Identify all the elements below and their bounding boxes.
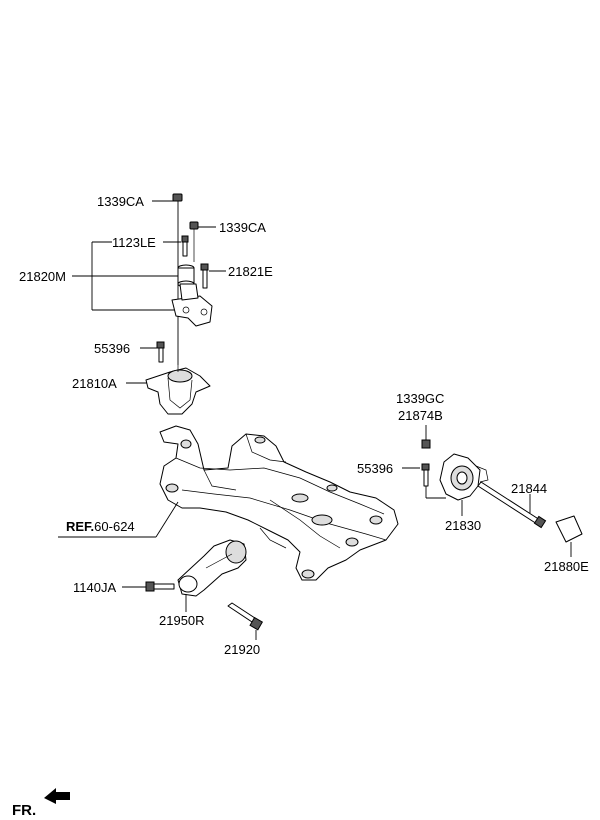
label-21874B: 21874B [398,408,443,423]
nut-1339CA-top [172,193,183,202]
mount-21810A [145,365,211,415]
label-1339CA-top: 1339CA [97,194,144,209]
arrow-icon [44,788,70,804]
label-55396-right: 55396 [357,461,393,476]
front-direction-indicator: FR. [12,788,70,819]
label-21821E: 21821E [228,264,273,279]
label-1339GC: 1339GC [396,391,444,406]
bolt-1123LE [181,235,189,257]
label-21820M: 21820M [19,269,66,284]
bolt-21920 [227,602,264,640]
reference-number: 60-624 [94,519,134,534]
reference-prefix: REF. [66,519,94,534]
front-label: FR. [12,802,36,819]
roll-rod-21950R [122,539,247,612]
label-1339CA-right: 1339CA [219,220,266,235]
transmission-mount-21830 [402,425,583,557]
label-21950R: 21950R [159,613,205,628]
bolt-55396-left [156,341,165,363]
label-55396-left: 55396 [94,341,130,356]
label-1123LE: 1123LE [112,235,156,250]
engine-mount-upper-assembly: 1339CA 1339CA 1123LE 21820M 21821E 55396… [19,193,273,415]
reference-callout: REF.60-624 [58,501,179,538]
bracket-21820M [171,283,213,327]
label-21844: 21844 [511,481,547,496]
reference-label: REF.60-624 [66,519,135,534]
nut-1339CA-right [189,221,199,262]
label-21920: 21920 [224,642,260,657]
bolt-21821E [200,263,209,289]
label-21880E: 21880E [544,559,589,574]
label-21810A: 21810A [72,376,117,391]
label-21830: 21830 [445,518,481,533]
subframe-crossmember [159,425,399,581]
label-1140JA: 1140JA [73,580,116,595]
